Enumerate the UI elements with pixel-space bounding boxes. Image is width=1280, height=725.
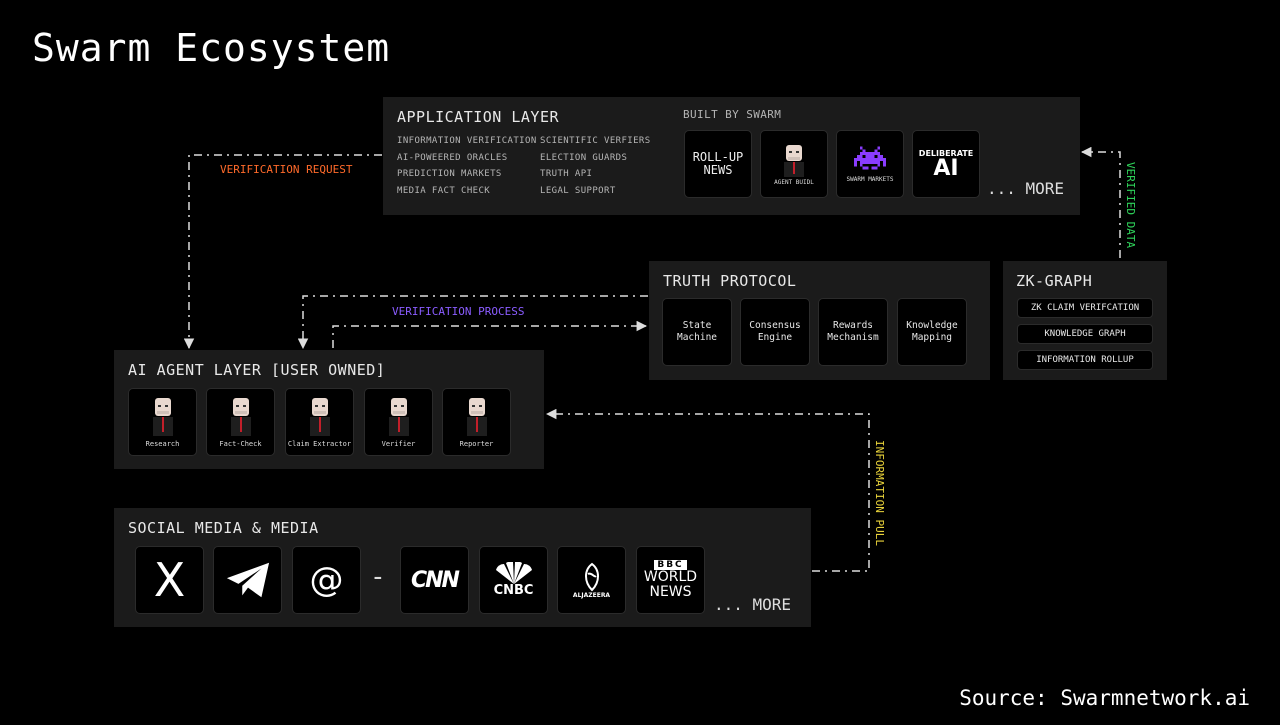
- agent-card-claim-extractor[interactable]: Claim Extractor: [285, 388, 354, 456]
- agent-label: Reporter: [459, 440, 494, 448]
- source-card-cnbc[interactable]: CNBC: [479, 546, 548, 614]
- information-pull-connector: [545, 408, 870, 572]
- cnbc-peacock-icon: [495, 562, 532, 584]
- separator-dash: -: [370, 562, 386, 592]
- truth-card-rewards-mechanism[interactable]: Rewards Mechanism: [818, 298, 888, 366]
- agent-avatar-icon: [230, 398, 251, 436]
- zk-graph-title: ZK-GRAPH: [1016, 272, 1093, 290]
- truth-card-line: Mechanism: [827, 332, 879, 343]
- source-card-telegram[interactable]: [213, 546, 282, 614]
- source-card-cnn[interactable]: CNN: [400, 546, 469, 614]
- app-card-line: DELIBERATE: [918, 148, 974, 158]
- zk-item-information-rollup[interactable]: INFORMATION ROLLUP: [1017, 350, 1153, 370]
- truth-card-knowledge-mapping[interactable]: Knowledge Mapping: [897, 298, 967, 366]
- use-case-item: LEGAL SUPPORT: [540, 185, 616, 196]
- bbc-world-text: WORLD: [643, 569, 698, 585]
- agent-card-fact-check[interactable]: Fact-Check: [206, 388, 275, 456]
- agent-avatar-icon: [152, 398, 173, 436]
- agent-label: Research: [145, 440, 180, 448]
- aljazeera-logo-icon: ALJAZEERA: [572, 591, 611, 599]
- app-card-line: ROLL-UP: [692, 150, 744, 164]
- verification-request-label: VERIFICATION REQUEST: [220, 163, 353, 176]
- truth-card-line: Machine: [676, 332, 718, 343]
- verification-process-down-connector: [297, 295, 648, 350]
- application-layer-panel: APPLICATION LAYER INFORMATION VERIFICATI…: [383, 97, 1080, 215]
- zk-item-claim-verification[interactable]: ZK CLAIM VERIFCATION: [1017, 298, 1153, 318]
- cnbc-logo-icon: CNBC: [493, 583, 534, 598]
- truth-protocol-title: TRUTH PROTOCOL: [663, 272, 797, 290]
- truth-card-line: Engine: [757, 332, 793, 343]
- truth-card-consensus-engine[interactable]: Consensus Engine: [740, 298, 810, 366]
- social-media-title: SOCIAL MEDIA & MEDIA: [128, 519, 319, 537]
- source-card-bbc-world-news[interactable]: BBC WORLD NEWS: [636, 546, 705, 614]
- agent-avatar-icon: [466, 398, 487, 436]
- built-by-label: BUILT BY SWARM: [683, 108, 782, 121]
- bbc-news-text: NEWS: [649, 584, 692, 600]
- use-case-item: INFORMATION VERIFICATION: [397, 136, 537, 146]
- source-card-x[interactable]: X: [135, 546, 204, 614]
- agent-card-reporter[interactable]: Reporter: [442, 388, 511, 456]
- bbc-logo-icon: BBC: [654, 560, 687, 570]
- use-case-item: AI-POWEERED ORACLES: [397, 152, 508, 163]
- app-card-rollup-news[interactable]: ROLL-UP NEWS: [684, 130, 752, 198]
- space-invader-icon: [854, 145, 886, 170]
- more-apps-link[interactable]: ... MORE: [987, 179, 1065, 198]
- cnn-logo-icon: CNN: [411, 567, 460, 593]
- social-media-panel: SOCIAL MEDIA & MEDIA X @ - CNN CNBC ALJA…: [114, 508, 811, 627]
- app-card-line: AI: [933, 155, 959, 181]
- threads-icon: @: [309, 560, 344, 600]
- app-card-deliberate-ai[interactable]: DELIBERATE AI: [912, 130, 980, 198]
- agent-layer-title: AI AGENT LAYER [USER OWNED]: [128, 361, 386, 379]
- verified-data-label: VERIFIED DATA: [1124, 162, 1137, 249]
- source-card-threads[interactable]: @: [292, 546, 361, 614]
- verification-process-label: VERIFICATION PROCESS: [392, 305, 525, 318]
- more-sources-link[interactable]: ... MORE: [714, 595, 792, 614]
- truth-card-line: Rewards: [832, 320, 874, 331]
- use-case-item: ELECTION GUARDS: [540, 152, 628, 163]
- zk-graph-panel: ZK-GRAPH ZK CLAIM VERIFCATION KNOWLEDGE …: [1003, 261, 1167, 380]
- truth-card-line: Knowledge: [906, 320, 958, 331]
- app-card-label: SWARM MARKETS: [846, 175, 894, 183]
- use-case-list-2: SCIENTIFIC VERFIERS ELECTION GUARDS TRUT…: [540, 133, 670, 199]
- app-card-line: NEWS: [703, 163, 733, 177]
- use-case-item: MEDIA FACT CHECK: [397, 185, 491, 196]
- agent-card-research[interactable]: Research: [128, 388, 197, 456]
- verified-data-connector: [1080, 146, 1121, 258]
- zk-item-knowledge-graph[interactable]: KNOWLEDGE GRAPH: [1017, 324, 1153, 344]
- agent-avatar-icon: [784, 144, 804, 177]
- agent-label: Fact-Check: [219, 440, 262, 448]
- use-case-item: PREDICTION MARKETS: [397, 169, 502, 179]
- aljazeera-emblem-icon: [584, 562, 599, 591]
- truth-card-state-machine[interactable]: State Machine: [662, 298, 732, 366]
- truth-card-line: Mapping: [911, 332, 953, 343]
- use-case-item: TRUTH API: [540, 169, 593, 179]
- truth-protocol-panel: TRUTH PROTOCOL State Machine Consensus E…: [649, 261, 990, 380]
- app-card-label: AGENT BUIDL: [774, 178, 814, 186]
- agent-card-verifier[interactable]: Verifier: [364, 388, 433, 456]
- app-card-swarm-markets[interactable]: SWARM MARKETS: [836, 130, 904, 198]
- app-card-agent-buidl[interactable]: AGENT BUIDL: [760, 130, 828, 198]
- telegram-icon: [226, 562, 269, 598]
- verification-process-up-connector: [332, 320, 648, 348]
- agent-avatar-icon: [388, 398, 409, 436]
- verification-request-connector: [183, 154, 382, 350]
- use-case-item: SCIENTIFIC VERFIERS: [540, 136, 651, 146]
- page-title: Swarm Ecosystem: [32, 26, 391, 70]
- application-layer-title: APPLICATION LAYER: [397, 108, 560, 126]
- agent-layer-panel: AI AGENT LAYER [USER OWNED] Research Fac…: [114, 350, 544, 469]
- source-card-aljazeera[interactable]: ALJAZEERA: [557, 546, 626, 614]
- agent-avatar-icon: [309, 398, 330, 436]
- use-case-list-1: INFORMATION VERIFICATION AI-POWEERED ORA…: [397, 133, 537, 199]
- x-logo-icon: X: [153, 553, 186, 607]
- source-credit: Source: Swarmnetwork.ai: [959, 686, 1250, 710]
- truth-card-line: Consensus: [749, 320, 801, 331]
- agent-label: Verifier: [381, 440, 416, 448]
- information-pull-label: INFORMATION PULL: [873, 440, 886, 546]
- truth-card-line: State: [682, 320, 712, 331]
- agent-label: Claim Extractor: [287, 440, 352, 448]
